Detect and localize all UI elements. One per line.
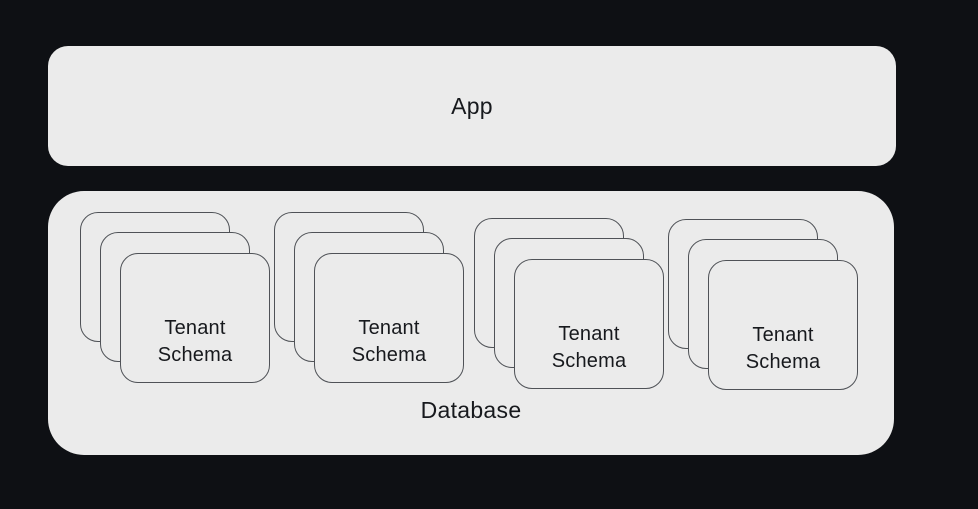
tenant-stack-2: Tenant Schema xyxy=(274,212,465,384)
app-box: App xyxy=(48,46,896,166)
tenant-card-front: Tenant Schema xyxy=(708,260,858,390)
app-label: App xyxy=(451,92,493,119)
tenant-card-front: Tenant Schema xyxy=(120,253,270,383)
database-label: Database xyxy=(420,397,522,423)
database-box: Tenant Schema Tenant Schema Tenant Schem… xyxy=(48,191,894,455)
tenant-schema-label: Tenant Schema xyxy=(551,323,627,372)
tenant-card-front: Tenant Schema xyxy=(514,259,664,389)
tenant-stack-3: Tenant Schema xyxy=(474,218,665,390)
tenant-schema-label: Tenant Schema xyxy=(745,324,821,373)
tenant-schema-label: Tenant Schema xyxy=(351,317,427,366)
tenant-card-front: Tenant Schema xyxy=(314,253,464,383)
tenant-stack-1: Tenant Schema xyxy=(80,212,271,384)
tenant-stack-4: Tenant Schema xyxy=(668,219,859,391)
tenant-schema-label: Tenant Schema xyxy=(157,317,233,366)
